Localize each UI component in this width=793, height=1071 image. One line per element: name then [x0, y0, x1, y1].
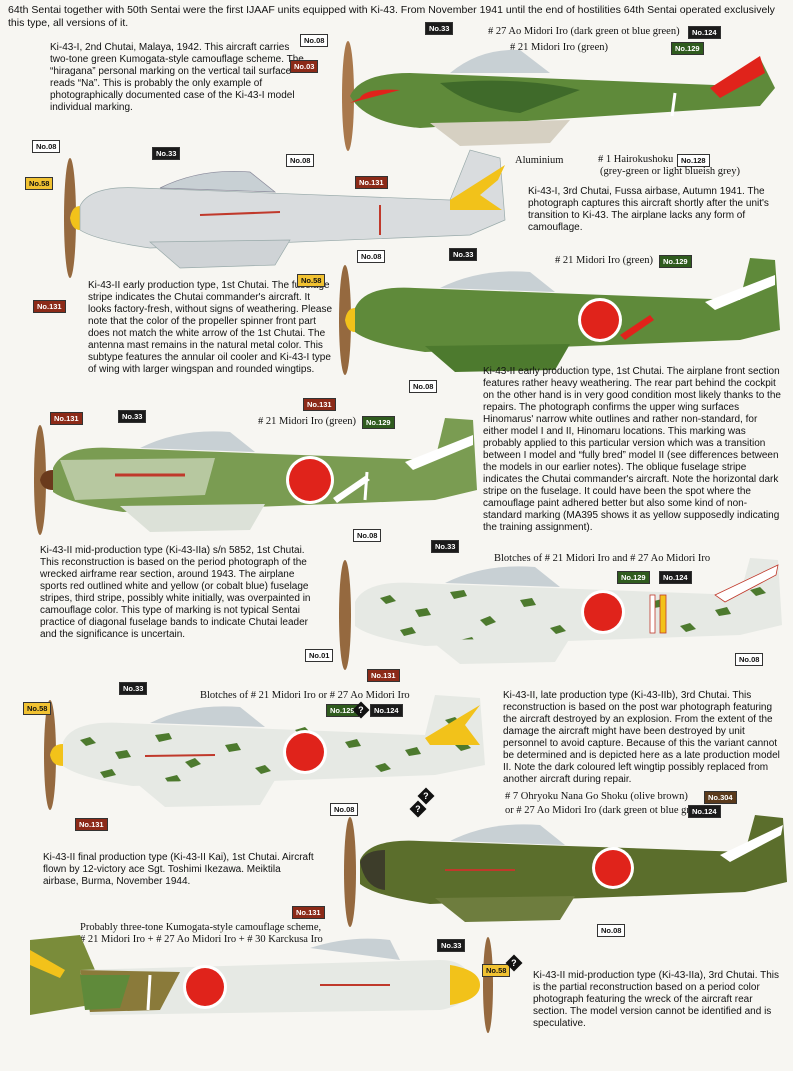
profile-6-tag: No.33	[119, 682, 148, 695]
profile-4-aircraft	[34, 418, 477, 535]
profile-8-tag: No.33	[437, 939, 466, 952]
profile-5-tag: No.33	[431, 540, 460, 553]
profile-1-tag: No.33	[425, 22, 454, 35]
profile-2-color-1: Aluminium	[515, 155, 564, 166]
profile-6-tag: No.131	[75, 818, 108, 831]
profile-1-tag: No.129	[671, 42, 704, 55]
profile-3-tag: No.08	[357, 250, 386, 263]
profile-7-description: Ki-43-II final production type (Ki-43-II…	[43, 852, 314, 887]
profile-1-aircraft	[342, 41, 775, 151]
intro-text: 64th Sentai together with 50th Sentai we…	[8, 4, 775, 29]
profile-3-color-1: # 21 Midori Iro (green)	[555, 255, 653, 266]
profile-1-color-4: (grey-green or light blueish grey)	[600, 166, 740, 177]
profile-6-aircraft	[44, 695, 485, 810]
profile-8-aircraft	[30, 935, 493, 1033]
profile-1-description: Ki-43-I, 2nd Chutai, Malaya, 1942. This …	[50, 42, 304, 113]
profile-3-tag: No.33	[449, 248, 478, 261]
profile-4-tag: No.08	[353, 529, 382, 542]
profile-1-tag: No.128	[677, 154, 710, 167]
profile-6-tag: No.58	[23, 702, 52, 715]
profile-3-tag: No.129	[659, 255, 692, 268]
profile-8-description: Ki-43-II mid-production type (Ki-43-IIa)…	[533, 970, 780, 1029]
profile-5-description: Ki-43-II mid-production type (Ki-43-IIa)…	[40, 545, 311, 640]
profile-6-tag: No.08	[330, 803, 359, 816]
profile-5-tag: No.129	[617, 571, 650, 584]
profile-3-tag: No.58	[297, 274, 326, 287]
profile-2-tag: No.08	[286, 154, 315, 167]
profile-7-tag: No.08	[597, 924, 626, 937]
profile-3-tag: No.131	[303, 398, 336, 411]
profile-4-tag: No.129	[362, 416, 395, 429]
profile-4-tag: No.131	[50, 412, 83, 425]
profile-5-tag: No.08	[735, 653, 764, 666]
profile-1-tag: No.131	[355, 176, 388, 189]
profile-6-tag: No.124	[370, 704, 403, 717]
profile-5-tag: No.01	[305, 649, 334, 662]
profile-3-description: Ki-43-II early production type, 1st Chut…	[88, 280, 333, 375]
profile-4-color-1: # 21 Midori Iro (green)	[258, 416, 356, 427]
profile-7-tag: No.304	[704, 791, 737, 804]
profile-1-color-2: # 21 Midori Iro (green)	[510, 42, 608, 53]
profile-2-tag: No.33	[152, 147, 181, 160]
profile-6-color-1: Blotches of # 21 Midori Iro or # 27 Ao M…	[200, 690, 410, 701]
profile-3-aircraft	[339, 258, 780, 375]
profile-7-aircraft	[344, 815, 787, 927]
profile-5-aircraft	[339, 558, 782, 670]
profile-8-color-2: # 21 Midori Iro + # 27 Ao Midori Iro + #…	[80, 934, 323, 945]
profile-4-tag: No.33	[118, 410, 147, 423]
profile-1-color-1: # 27 Ao Midori Iro (dark green ot blue g…	[488, 26, 680, 37]
profile-7-color-1: # 7 Ohryoku Nana Go Shoku (olive brown)	[505, 791, 688, 802]
profile-6-description: Ki-43-II, late production type (Ki-43-II…	[503, 690, 780, 785]
profile-4-description: Ki-43-II early production type, 1st Chut…	[483, 366, 781, 533]
profile-7-tag: No.124	[688, 805, 721, 818]
profile-2-tag: No.58	[25, 177, 54, 190]
profile-5-tag: No.131	[367, 669, 400, 682]
profile-5-color-1: Blotches of # 21 Midori Iro and # 27 Ao …	[494, 553, 711, 564]
profile-2-tag: No.131	[33, 300, 66, 313]
profile-1-tag: No.124	[688, 26, 721, 39]
profile-1-tag: No.08	[300, 34, 329, 47]
profile-8-color-1: Probably three-tone Kumogata-style camou…	[80, 922, 322, 933]
profile-2-aircraft	[64, 149, 506, 278]
profile-2-description: Ki-43-I, 3rd Chutai, Fussa airbase, Autu…	[528, 186, 769, 233]
profile-1-tag: No.03	[290, 60, 319, 73]
profile-8-tag: No.58	[482, 964, 511, 977]
profile-7-tag: No.131	[292, 906, 325, 919]
profile-7-color-2: or # 27 Ao Midori Iro (dark green ot blu…	[505, 805, 708, 816]
profile-2-tag: No.08	[32, 140, 61, 153]
profile-5-tag: No.124	[659, 571, 692, 584]
profile-3-tag: No.08	[409, 380, 438, 393]
profile-1-color-3: # 1 Hairokushoku	[598, 154, 674, 165]
